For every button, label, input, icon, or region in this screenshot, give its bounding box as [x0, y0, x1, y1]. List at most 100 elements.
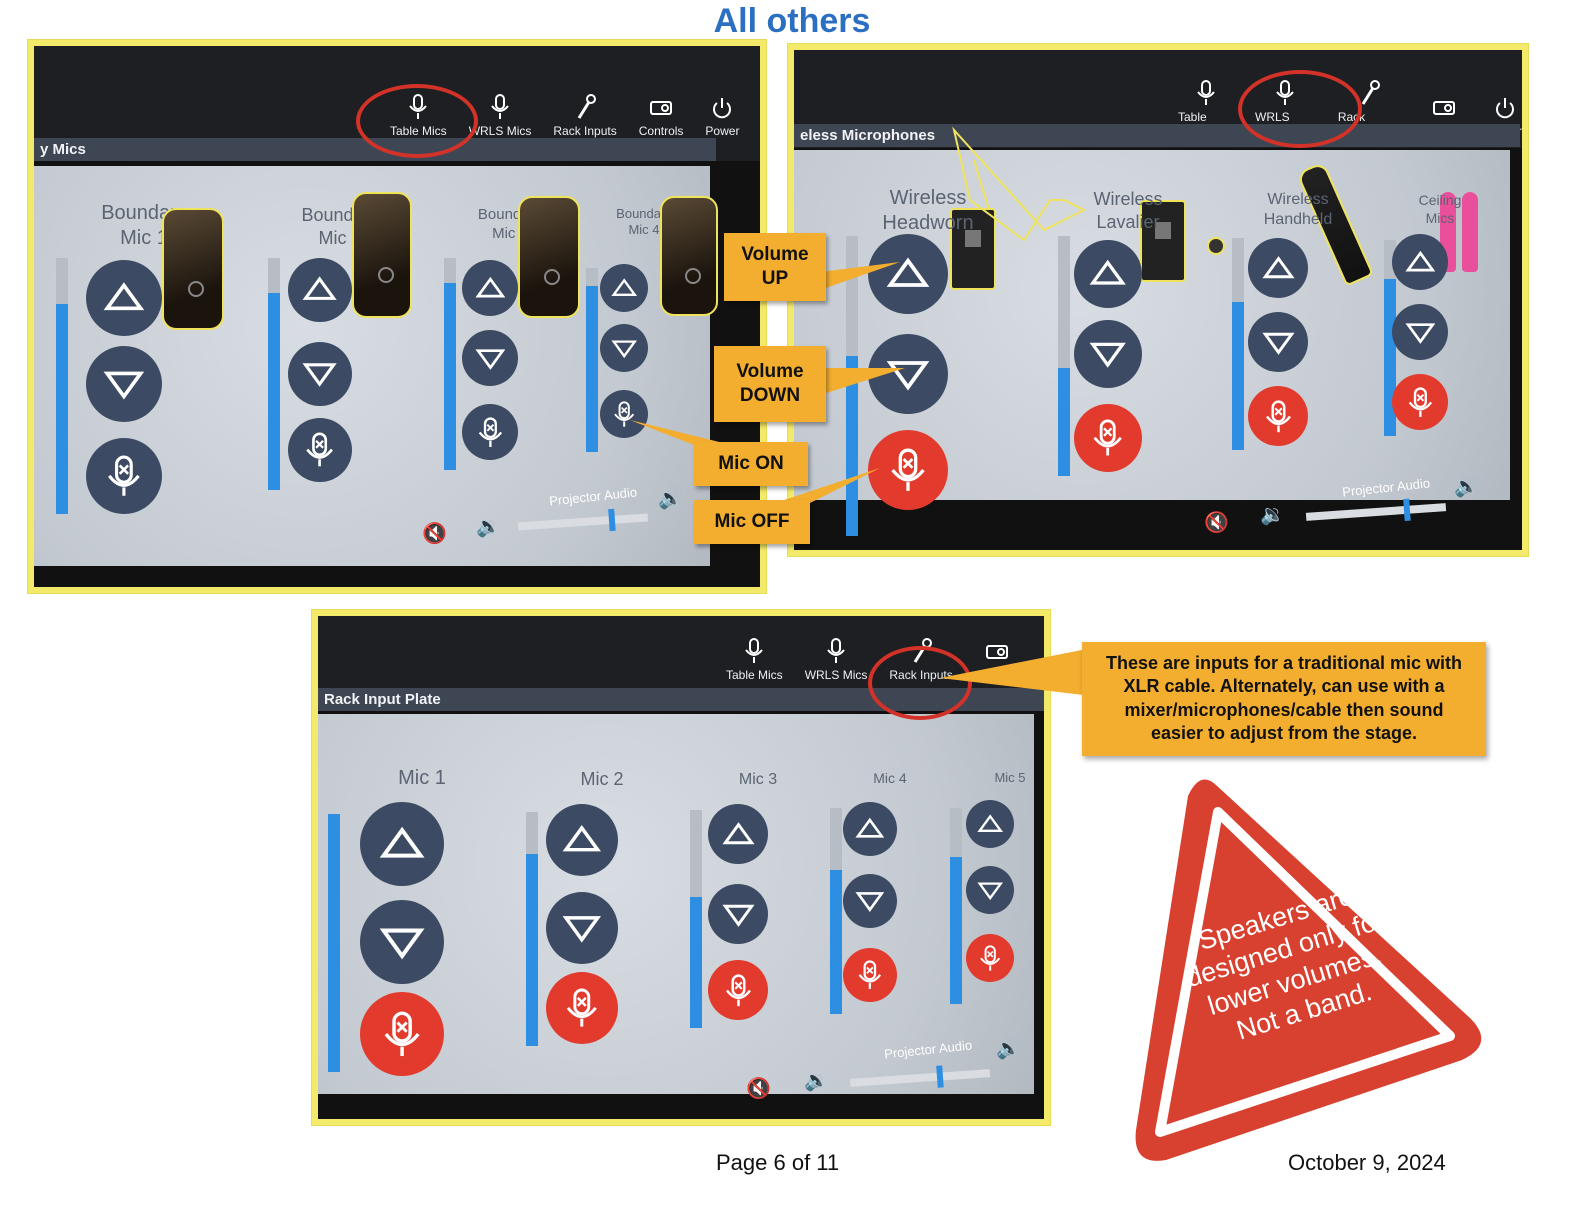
volume-up-arrow-icon — [721, 821, 755, 844]
mute-speaker-icon[interactable]: 🔇 — [1204, 512, 1229, 534]
mic-mute-icon — [858, 960, 882, 990]
mute-speaker-icon[interactable]: 🔇 — [422, 523, 447, 545]
volume-down-button[interactable] — [708, 884, 768, 944]
mic-mute-icon — [613, 401, 635, 427]
nav-wrls-mics[interactable]: WRLS Mics — [469, 94, 531, 138]
mic-mute-icon — [478, 416, 502, 447]
volume-up-button[interactable] — [288, 258, 352, 322]
mic-mute-button[interactable] — [966, 934, 1014, 982]
volume-down-button[interactable] — [1074, 320, 1142, 388]
mic-mute-button[interactable] — [86, 438, 162, 514]
mic-mute-button[interactable] — [600, 390, 648, 438]
volume-down-button[interactable] — [360, 900, 444, 984]
volume-down-button[interactable] — [1392, 304, 1448, 360]
mic-mute-button[interactable] — [1074, 404, 1142, 472]
mic-label-line2: Mic 2 — [318, 227, 362, 248]
mic-mute-button[interactable] — [1248, 386, 1308, 446]
handheld-mic-icon — [577, 94, 597, 119]
level-meter-fill — [690, 897, 702, 1028]
mic-mute-button[interactable] — [360, 992, 444, 1076]
mic-mute-icon — [891, 448, 925, 491]
volume-up-button[interactable] — [1248, 238, 1308, 298]
volume-up-button[interactable] — [868, 234, 948, 314]
volume-down-arrow-icon — [611, 340, 637, 358]
volume-down-arrow-icon — [1261, 332, 1295, 355]
volume-up-arrow-icon — [562, 825, 602, 852]
projector-audio-slider[interactable] — [1305, 498, 1447, 522]
volume-down-icon[interactable]: 🔉 — [476, 516, 501, 538]
mic-mute-button[interactable] — [708, 960, 768, 1020]
level-meter — [444, 258, 456, 470]
highlight-circle — [868, 646, 972, 720]
volume-up-icon[interactable]: 🔊 — [996, 1038, 1021, 1060]
level-meter — [526, 812, 538, 1046]
callout-text: Volume UP — [741, 244, 809, 289]
nav-controls[interactable]: Controls — [639, 94, 683, 138]
volume-down-button[interactable] — [1248, 312, 1308, 372]
mic-mute-button[interactable] — [546, 972, 618, 1044]
level-meter-fill — [328, 814, 340, 1072]
volume-up-arrow-icon — [1089, 259, 1127, 285]
volume-down-arrow-icon — [103, 371, 145, 400]
nav-label: Table Mics — [726, 668, 783, 682]
volume-up-button[interactable] — [360, 802, 444, 886]
projector-icon — [1432, 101, 1455, 115]
nav-power[interactable]: Power — [705, 94, 739, 138]
level-meter — [328, 814, 340, 1072]
volume-down-button[interactable] — [288, 342, 352, 406]
mic-mute-icon — [566, 988, 598, 1027]
nav-rack-inputs[interactable]: Rack Inputs — [553, 94, 617, 138]
nav-wrls-mics[interactable]: WRLS Mics — [805, 638, 867, 682]
level-meter-fill — [526, 854, 538, 1046]
volume-up-icon[interactable]: 🔊 — [1454, 476, 1479, 498]
volume-down-button[interactable] — [462, 330, 518, 386]
level-meter-fill — [830, 869, 842, 1014]
power-icon — [1495, 98, 1514, 119]
volume-up-button[interactable] — [86, 260, 162, 336]
mute-speaker-icon[interactable]: 🔇 — [746, 1078, 771, 1100]
volume-up-button[interactable] — [546, 804, 618, 876]
mic-mute-button[interactable] — [462, 404, 518, 460]
footer-date: October 9, 2024 — [1288, 1150, 1446, 1175]
level-meter — [830, 808, 842, 1014]
volume-up-button[interactable] — [708, 804, 768, 864]
volume-down-button[interactable] — [86, 346, 162, 422]
volume-down-button[interactable] — [966, 866, 1014, 914]
volume-down-button[interactable] — [600, 324, 648, 372]
mic-mute-button[interactable] — [1392, 374, 1448, 430]
volume-up-button[interactable] — [1074, 240, 1142, 308]
volume-down-icon[interactable]: 🔉 — [1260, 504, 1285, 526]
volume-up-icon[interactable]: 🔊 — [658, 488, 683, 510]
section-title: eless Microphones — [794, 124, 1520, 147]
mic-mute-icon — [1408, 386, 1432, 417]
volume-down-arrow-icon — [379, 928, 425, 960]
photo-table-mics: Table Mics WRLS Mics Rack Inputs Control… — [28, 40, 766, 593]
nav-table-mics[interactable]: Table Mics — [726, 638, 783, 682]
mic-mute-button[interactable] — [843, 948, 897, 1002]
volume-down-button[interactable] — [546, 892, 618, 964]
volume-down-arrow-icon — [886, 361, 930, 391]
volume-down-button[interactable] — [868, 334, 948, 414]
volume-up-button[interactable] — [966, 800, 1014, 848]
volume-up-button[interactable] — [1392, 234, 1448, 290]
volume-up-button[interactable] — [600, 264, 648, 312]
slider-knob[interactable] — [1403, 498, 1411, 522]
ceiling-mic-image — [1462, 192, 1478, 272]
highlight-circle — [356, 84, 478, 158]
volume-up-button[interactable] — [462, 260, 518, 316]
nav-label: Rack Inputs — [553, 124, 617, 138]
volume-up-arrow-icon — [103, 282, 145, 311]
volume-down-button[interactable] — [843, 874, 897, 928]
mic-mute-button[interactable] — [868, 430, 948, 510]
nav-controls[interactable]: Controls — [975, 638, 1019, 682]
volume-down-icon[interactable]: 🔉 — [804, 1070, 829, 1092]
volume-up-button[interactable] — [843, 802, 897, 856]
mic-mute-icon — [306, 432, 334, 467]
mic-label: Mic 1 — [352, 766, 492, 791]
mic-mute-button[interactable] — [288, 418, 352, 482]
mic-label-line1: Mic 5 — [994, 770, 1026, 785]
callout-volume-up: Volume UP — [724, 233, 826, 301]
level-meter-fill — [586, 286, 598, 452]
